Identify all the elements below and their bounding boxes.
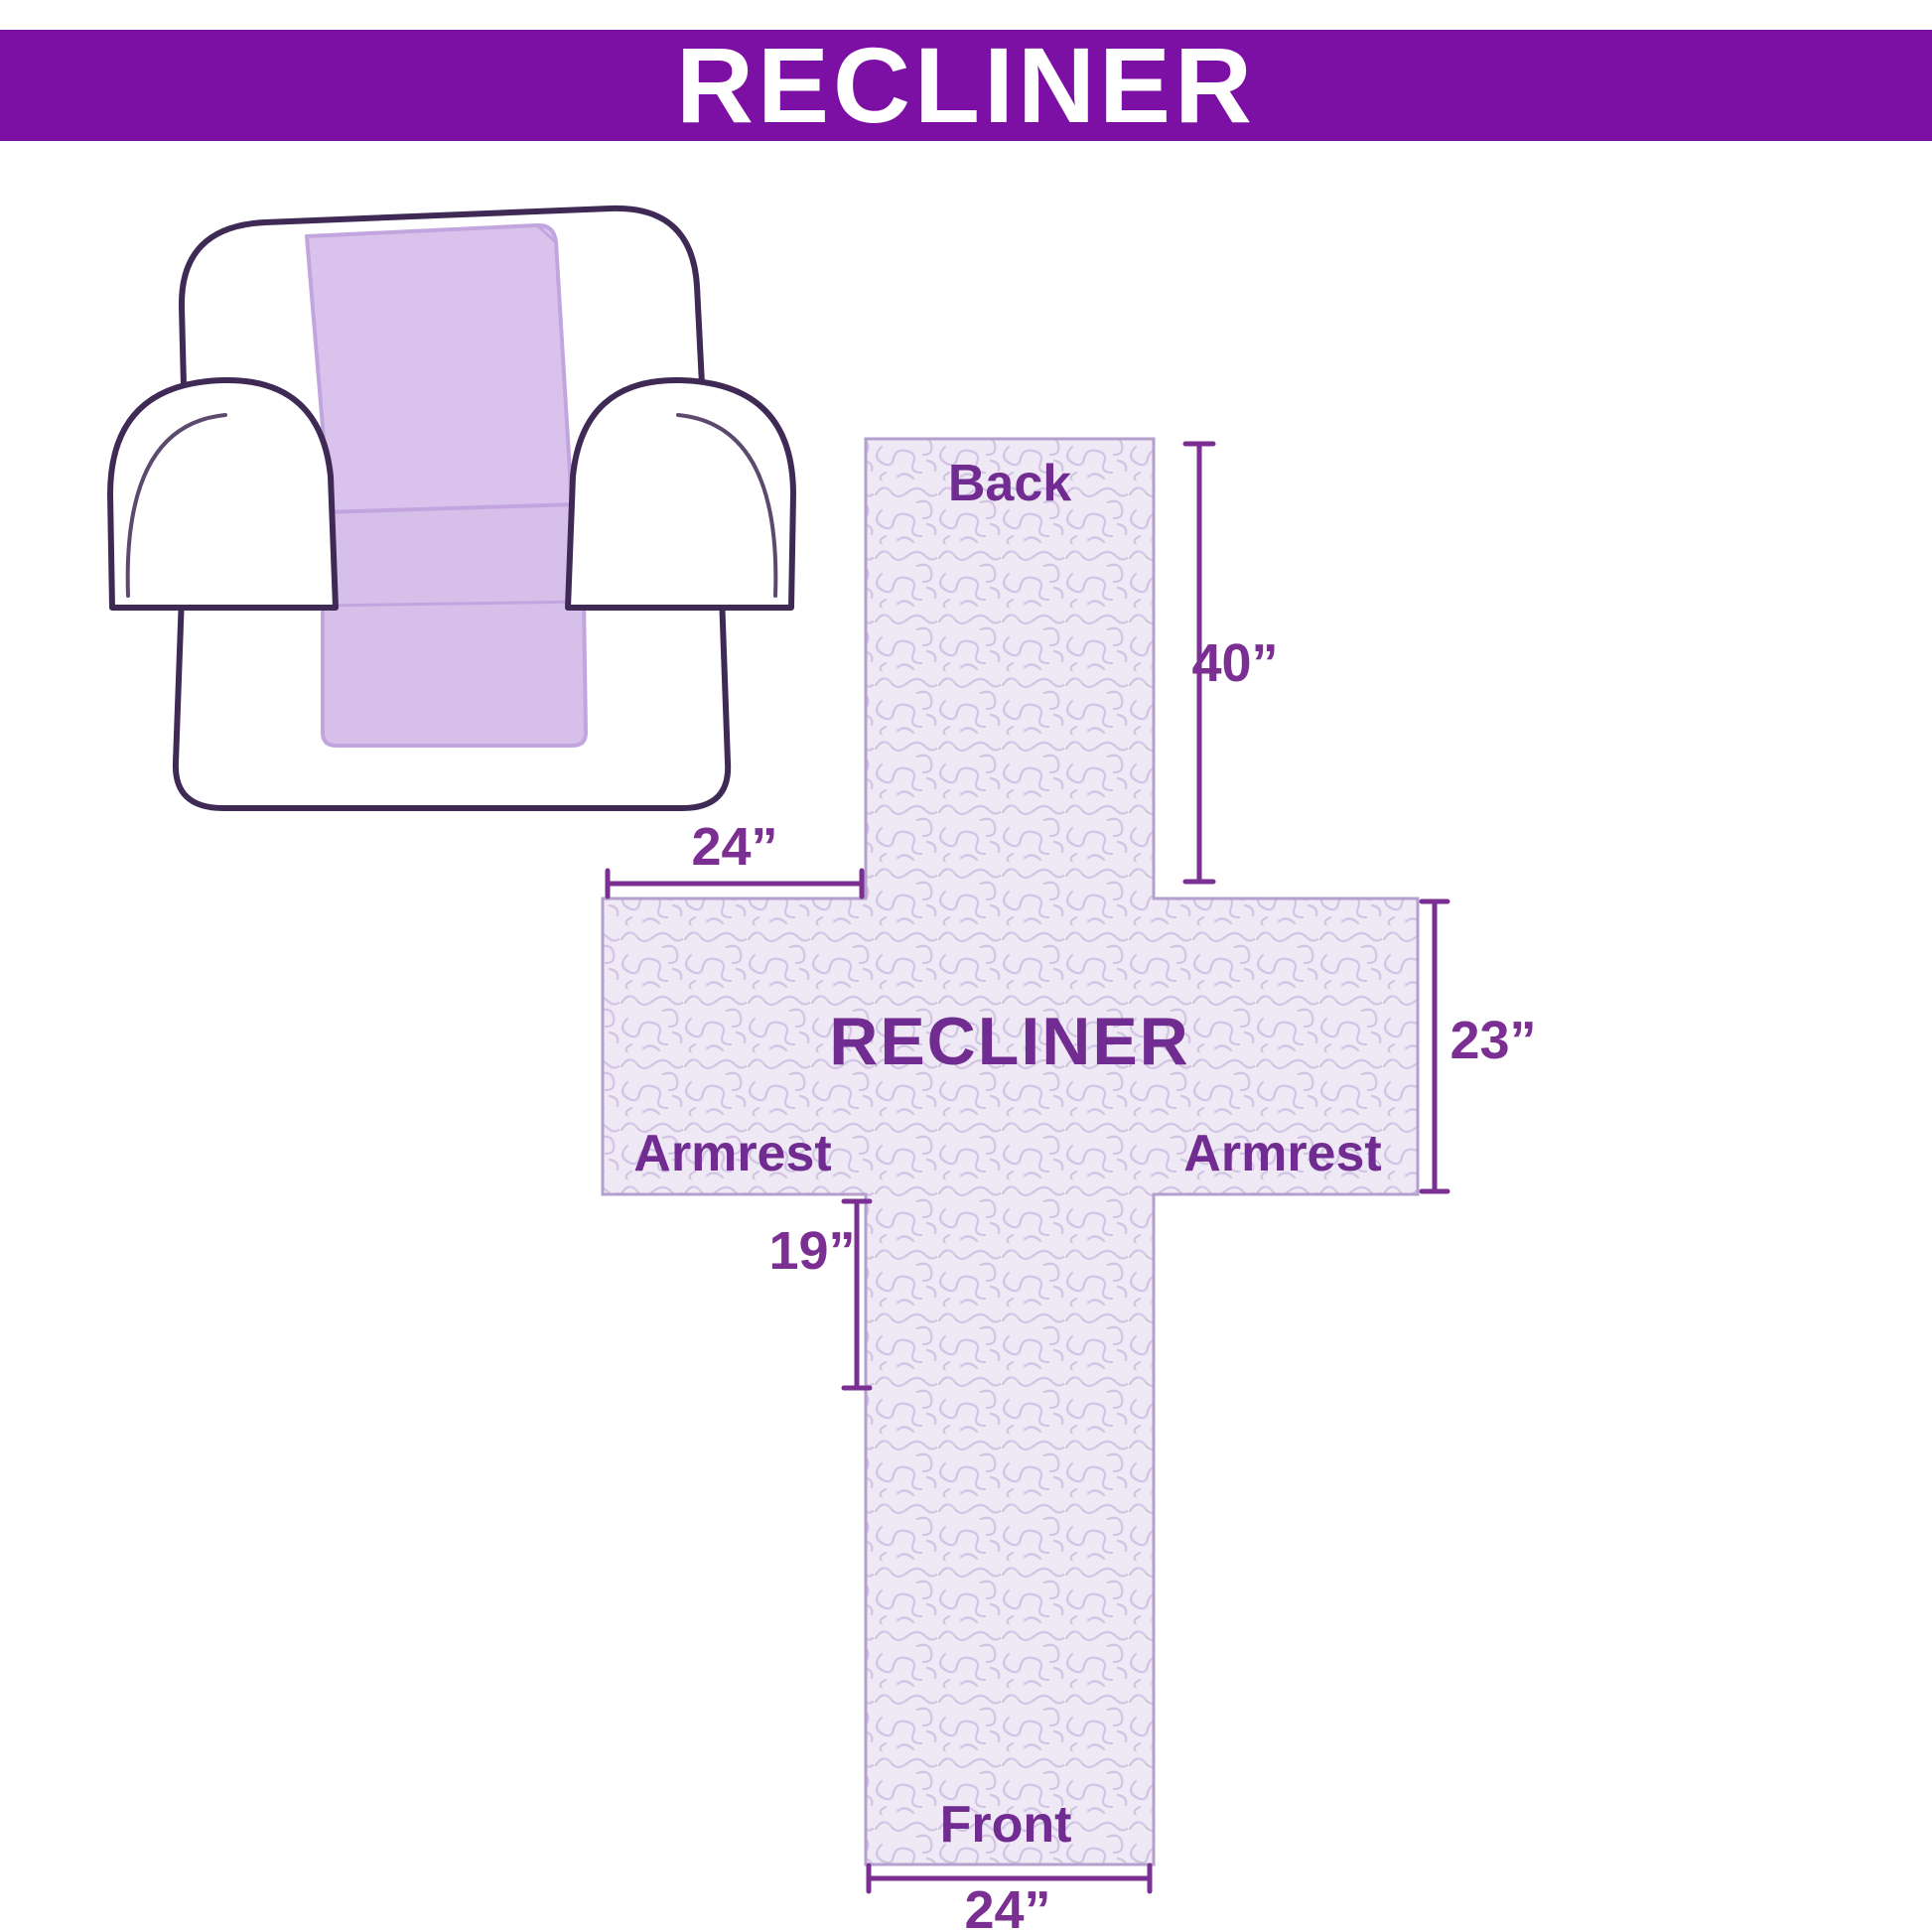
chair-left-arm <box>107 376 339 611</box>
cover-center-label: RECLINER <box>829 1004 1190 1079</box>
dim-back-width-label: 24” <box>691 817 778 877</box>
cover-back-panel <box>305 222 576 548</box>
cover-back-fold-line <box>535 223 558 244</box>
cover-seat-seam <box>322 600 587 608</box>
chair-right-arm <box>565 376 796 611</box>
left-arm-roll-line <box>125 413 227 598</box>
armrest-right-label: Armrest <box>1183 1125 1382 1182</box>
back-panel-label: Back <box>947 455 1072 512</box>
cover-seat-drape <box>321 502 588 748</box>
dim-front-width-label: 24” <box>964 1880 1051 1932</box>
page-title: RECLINER <box>675 25 1257 145</box>
chair-illustration <box>94 179 809 844</box>
header-banner: RECLINER <box>0 30 1932 141</box>
front-panel-label: Front <box>939 1796 1072 1854</box>
cover-cross-shape <box>601 437 1450 1894</box>
dim-armrest-height-label: 23” <box>1449 1011 1537 1070</box>
armrest-left-label: Armrest <box>633 1125 832 1182</box>
right-arm-roll-line <box>676 413 778 598</box>
dimension-lines <box>605 441 1450 1894</box>
cover-outline <box>601 437 1420 1866</box>
dim-back-height-label: 40” <box>1191 633 1279 693</box>
recliner-chair-drawing <box>107 205 796 811</box>
dim-front-height-label: 19” <box>768 1221 856 1281</box>
cover-dimensions-diagram: Back 40” 24” RECLINER 23” Armrest Armres… <box>556 417 1549 1932</box>
